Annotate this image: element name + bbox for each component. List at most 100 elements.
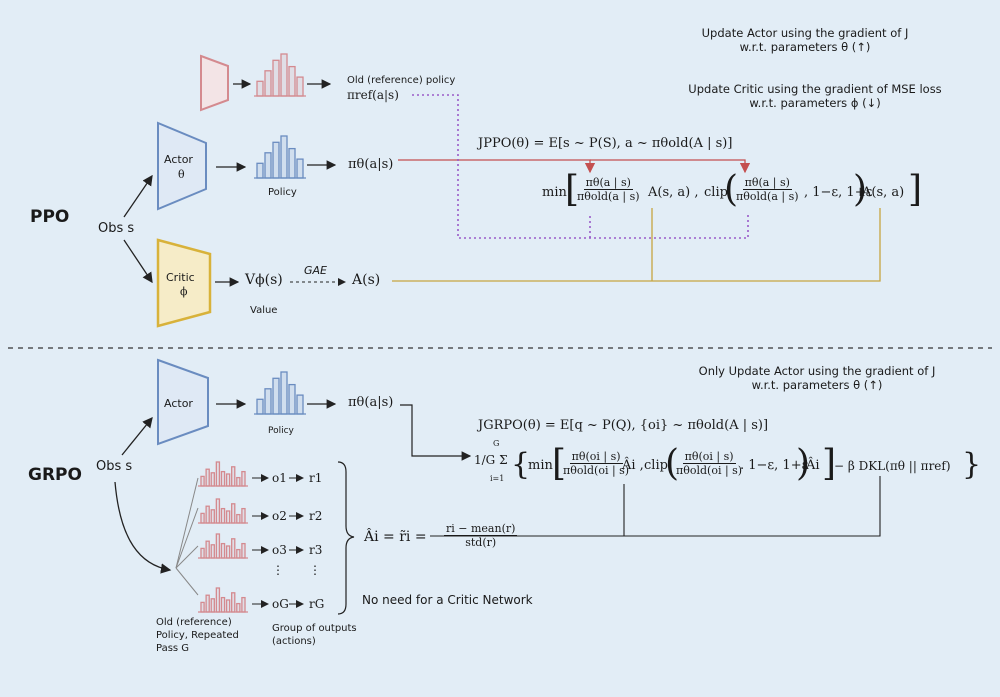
grpo-actor-policy-histogram (254, 371, 306, 415)
ppo-gae-label: GAE (304, 264, 327, 277)
histogram-bar (280, 135, 288, 179)
histogram-bar (200, 601, 205, 613)
ppo-clip-range: , 1−ε, 1+ε (804, 185, 873, 200)
grpo-update-note: Only Update Actor using the gradient of … (698, 364, 936, 392)
grpo-actor-label: Actor (164, 397, 193, 410)
ppo-ref-model-shape (200, 54, 229, 112)
ppo-advantage-symbol: A(s) (352, 272, 381, 288)
grpo-ref-histogram (198, 498, 248, 524)
histogram-bar (280, 53, 288, 97)
histogram-bar (264, 388, 272, 415)
grpo-advantage-numerator: ri − mean(r) (444, 522, 518, 536)
histogram-bar (205, 540, 210, 559)
grpo-no-critic-note: No need for a Critic Network (362, 593, 533, 607)
grpo-close-brace: } (962, 447, 982, 482)
grpo-ref-histogram (198, 461, 248, 487)
histogram-bar (205, 468, 210, 487)
grpo-sample-reward: ⋮ (309, 563, 321, 577)
grpo-clip-open-paren: ( (665, 443, 680, 484)
histogram-bar (264, 70, 272, 97)
grpo-actor-shape (157, 358, 209, 446)
ppo-ref-policy-label: Old (reference) policy (347, 75, 456, 86)
histogram-bar (280, 371, 288, 415)
grpo-advantage-fraction: ri − mean(r) std(r) (444, 522, 518, 549)
histogram-bar (236, 513, 241, 524)
grpo-sample-reward: r1 (309, 471, 323, 485)
ppo-actor-symbol: θ (178, 168, 185, 181)
ppo-actor-label: Actor (164, 153, 193, 166)
histogram-bar (210, 509, 215, 524)
grpo-adv-term-end: Âi (806, 458, 820, 473)
grpo-advantage-denominator: std(r) (465, 536, 497, 549)
ppo-value-symbol: Vϕ(s) (245, 272, 283, 288)
ppo-clip-open-paren: ( (724, 169, 739, 210)
histogram-bar (264, 152, 272, 179)
histogram-bar (205, 505, 210, 524)
histogram-bar (288, 147, 296, 179)
grpo-ratio-numerator: πθ(oi | s) (569, 450, 623, 464)
histogram-bar (256, 398, 264, 415)
histogram-bar (215, 587, 221, 613)
grpo-sample-output: o1 (272, 471, 287, 485)
histogram-bar (241, 470, 246, 487)
grpo-adv-term: Âi , (622, 458, 644, 473)
ppo-clip-ratio-denominator: πθold(a | s) (736, 190, 799, 203)
histogram-bar (296, 76, 304, 97)
grpo-ratio-denominator: πθold(oi | s) (563, 464, 630, 477)
histogram-bar (231, 538, 236, 559)
grpo-objective-min: min (528, 458, 553, 473)
histogram-bar (225, 599, 231, 613)
ppo-adv-term-end: A(s, a) (862, 185, 905, 200)
ppo-critic-shape (156, 238, 212, 328)
histogram-bar (256, 162, 264, 179)
grpo-objective-head: JGRPO(θ) = E[q ~ P(Q), {oi} ~ πθold(A | … (478, 418, 769, 433)
ppo-ref-policy-symbol: πref(a|s) (347, 88, 399, 102)
ppo-critic-symbol: ϕ (180, 285, 188, 298)
histogram-bar (215, 461, 221, 487)
histogram-bar (210, 544, 215, 559)
ppo-clip-close-paren: ) (853, 169, 868, 210)
grpo-policy-caption: Policy (268, 426, 294, 436)
grpo-sample-reward: rG (309, 597, 325, 611)
histogram-bar (220, 507, 226, 524)
grpo-open-bracket: [ (552, 443, 567, 484)
grpo-clip-ratio-denominator: πθold(oi | s) (676, 464, 743, 477)
grpo-sample-reward: r2 (309, 509, 323, 523)
grpo-sample-reward: r3 (309, 543, 323, 557)
ppo-clip-ratio-fraction: πθ(a | s) πθold(a | s) (734, 176, 801, 203)
histogram-bar (205, 594, 210, 613)
ppo-update-critic-note: Update Critic using the gradient of MSE … (688, 82, 942, 110)
grpo-ref-histogram (198, 533, 248, 559)
ppo-ratio-fraction: πθ(a | s) πθold(a | s) (575, 176, 642, 203)
histogram-bar (215, 533, 221, 559)
histogram-bar (225, 510, 231, 524)
histogram-bar (272, 141, 280, 179)
ppo-adv-term: A(s, a) , (648, 185, 699, 200)
grpo-ref-caption: Old (reference) Policy, Repeated Pass G (156, 617, 239, 654)
ppo-close-bracket: ] (908, 169, 923, 210)
grpo-sample-output: o3 (272, 543, 287, 557)
histogram-bar (231, 503, 236, 524)
grpo-open-brace: { (511, 447, 531, 482)
histogram-bar (200, 475, 205, 487)
grpo-obs-label: Obs s (96, 459, 133, 474)
histogram-bar (225, 545, 231, 559)
grpo-section-label: GRPO (28, 465, 82, 485)
grpo-clip-ratio-numerator: πθ(oi | s) (682, 450, 736, 464)
grpo-sum-top: G (493, 439, 500, 448)
grpo-policy-symbol: πθ(a|s) (348, 395, 394, 410)
histogram-bar (241, 507, 246, 524)
ppo-ratio-numerator: πθ(a | s) (583, 176, 633, 190)
grpo-clip-close-paren: ) (796, 443, 811, 484)
grpo-clip-range: . 1−ε, 1+ε (740, 458, 809, 473)
histogram-bar (296, 394, 304, 415)
histogram-bar (225, 473, 231, 487)
ppo-policy-symbol: πθ(a|s) (348, 157, 394, 172)
histogram-bar (231, 592, 236, 613)
grpo-clip-label: clip (644, 458, 668, 473)
grpo-group-caption: Group of outputs (actions) (272, 623, 357, 647)
histogram-bar (241, 542, 246, 559)
histogram-bar (220, 542, 226, 559)
grpo-sample-output: ⋮ (272, 563, 284, 577)
